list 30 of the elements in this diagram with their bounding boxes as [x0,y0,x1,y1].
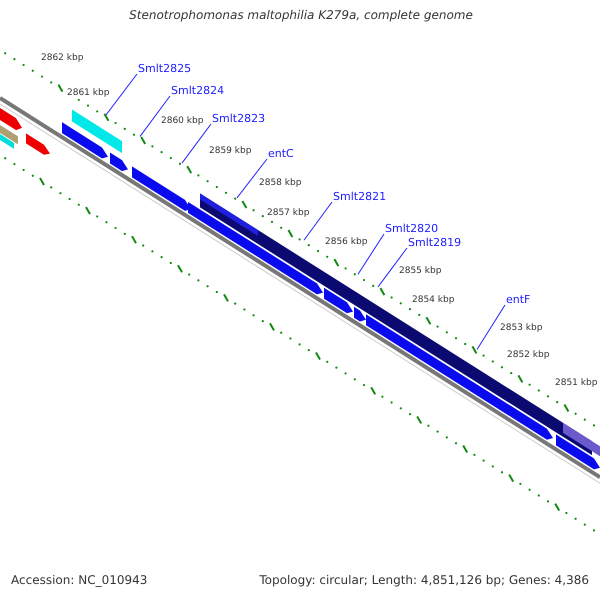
gene-label: Smlt2819 [408,236,462,249]
scale-label: 2855 kbp [398,266,442,277]
scale-label: 2862 kbp [40,53,84,64]
leader-line [378,248,408,288]
gene-label: Smlt2824 [171,84,224,97]
gene-label: entC [268,147,294,160]
leader-line [140,96,170,137]
scale-label: 2857 kbp [266,208,310,219]
gene-label: Smlt2825 [138,62,192,75]
footer-text: Topology: circular; Length: 4,851,126 bp; Genes: 4,386 [258,575,590,586]
scale-label: 2859 kbp [208,146,252,157]
scale-label: 2856 kbp [324,237,368,248]
scale-label: 2858 kbp [258,178,302,189]
gene-label: Smlt2821 [333,190,386,203]
leader-line [304,202,332,241]
scale-label: 2854 kbp [411,295,456,306]
leader-line [182,124,212,164]
scale-label: 2853 kbp [499,323,544,334]
scale-label: 2851 kbp [554,378,598,389]
gene-label: Smlt2823 [212,112,266,125]
leader-line [358,234,384,275]
gene-label: Smlt2820 [385,222,438,235]
leader-line [476,304,506,350]
footer-text: Accession: NC_010943 [10,575,148,586]
gene-label: entF [506,293,530,306]
leader-line [106,74,138,116]
leader-line [236,158,268,198]
scale-label: 2861 kbp [66,88,110,99]
scale-label: 2852 kbp [506,350,550,361]
scale-label: 2860 kbp [160,116,204,127]
